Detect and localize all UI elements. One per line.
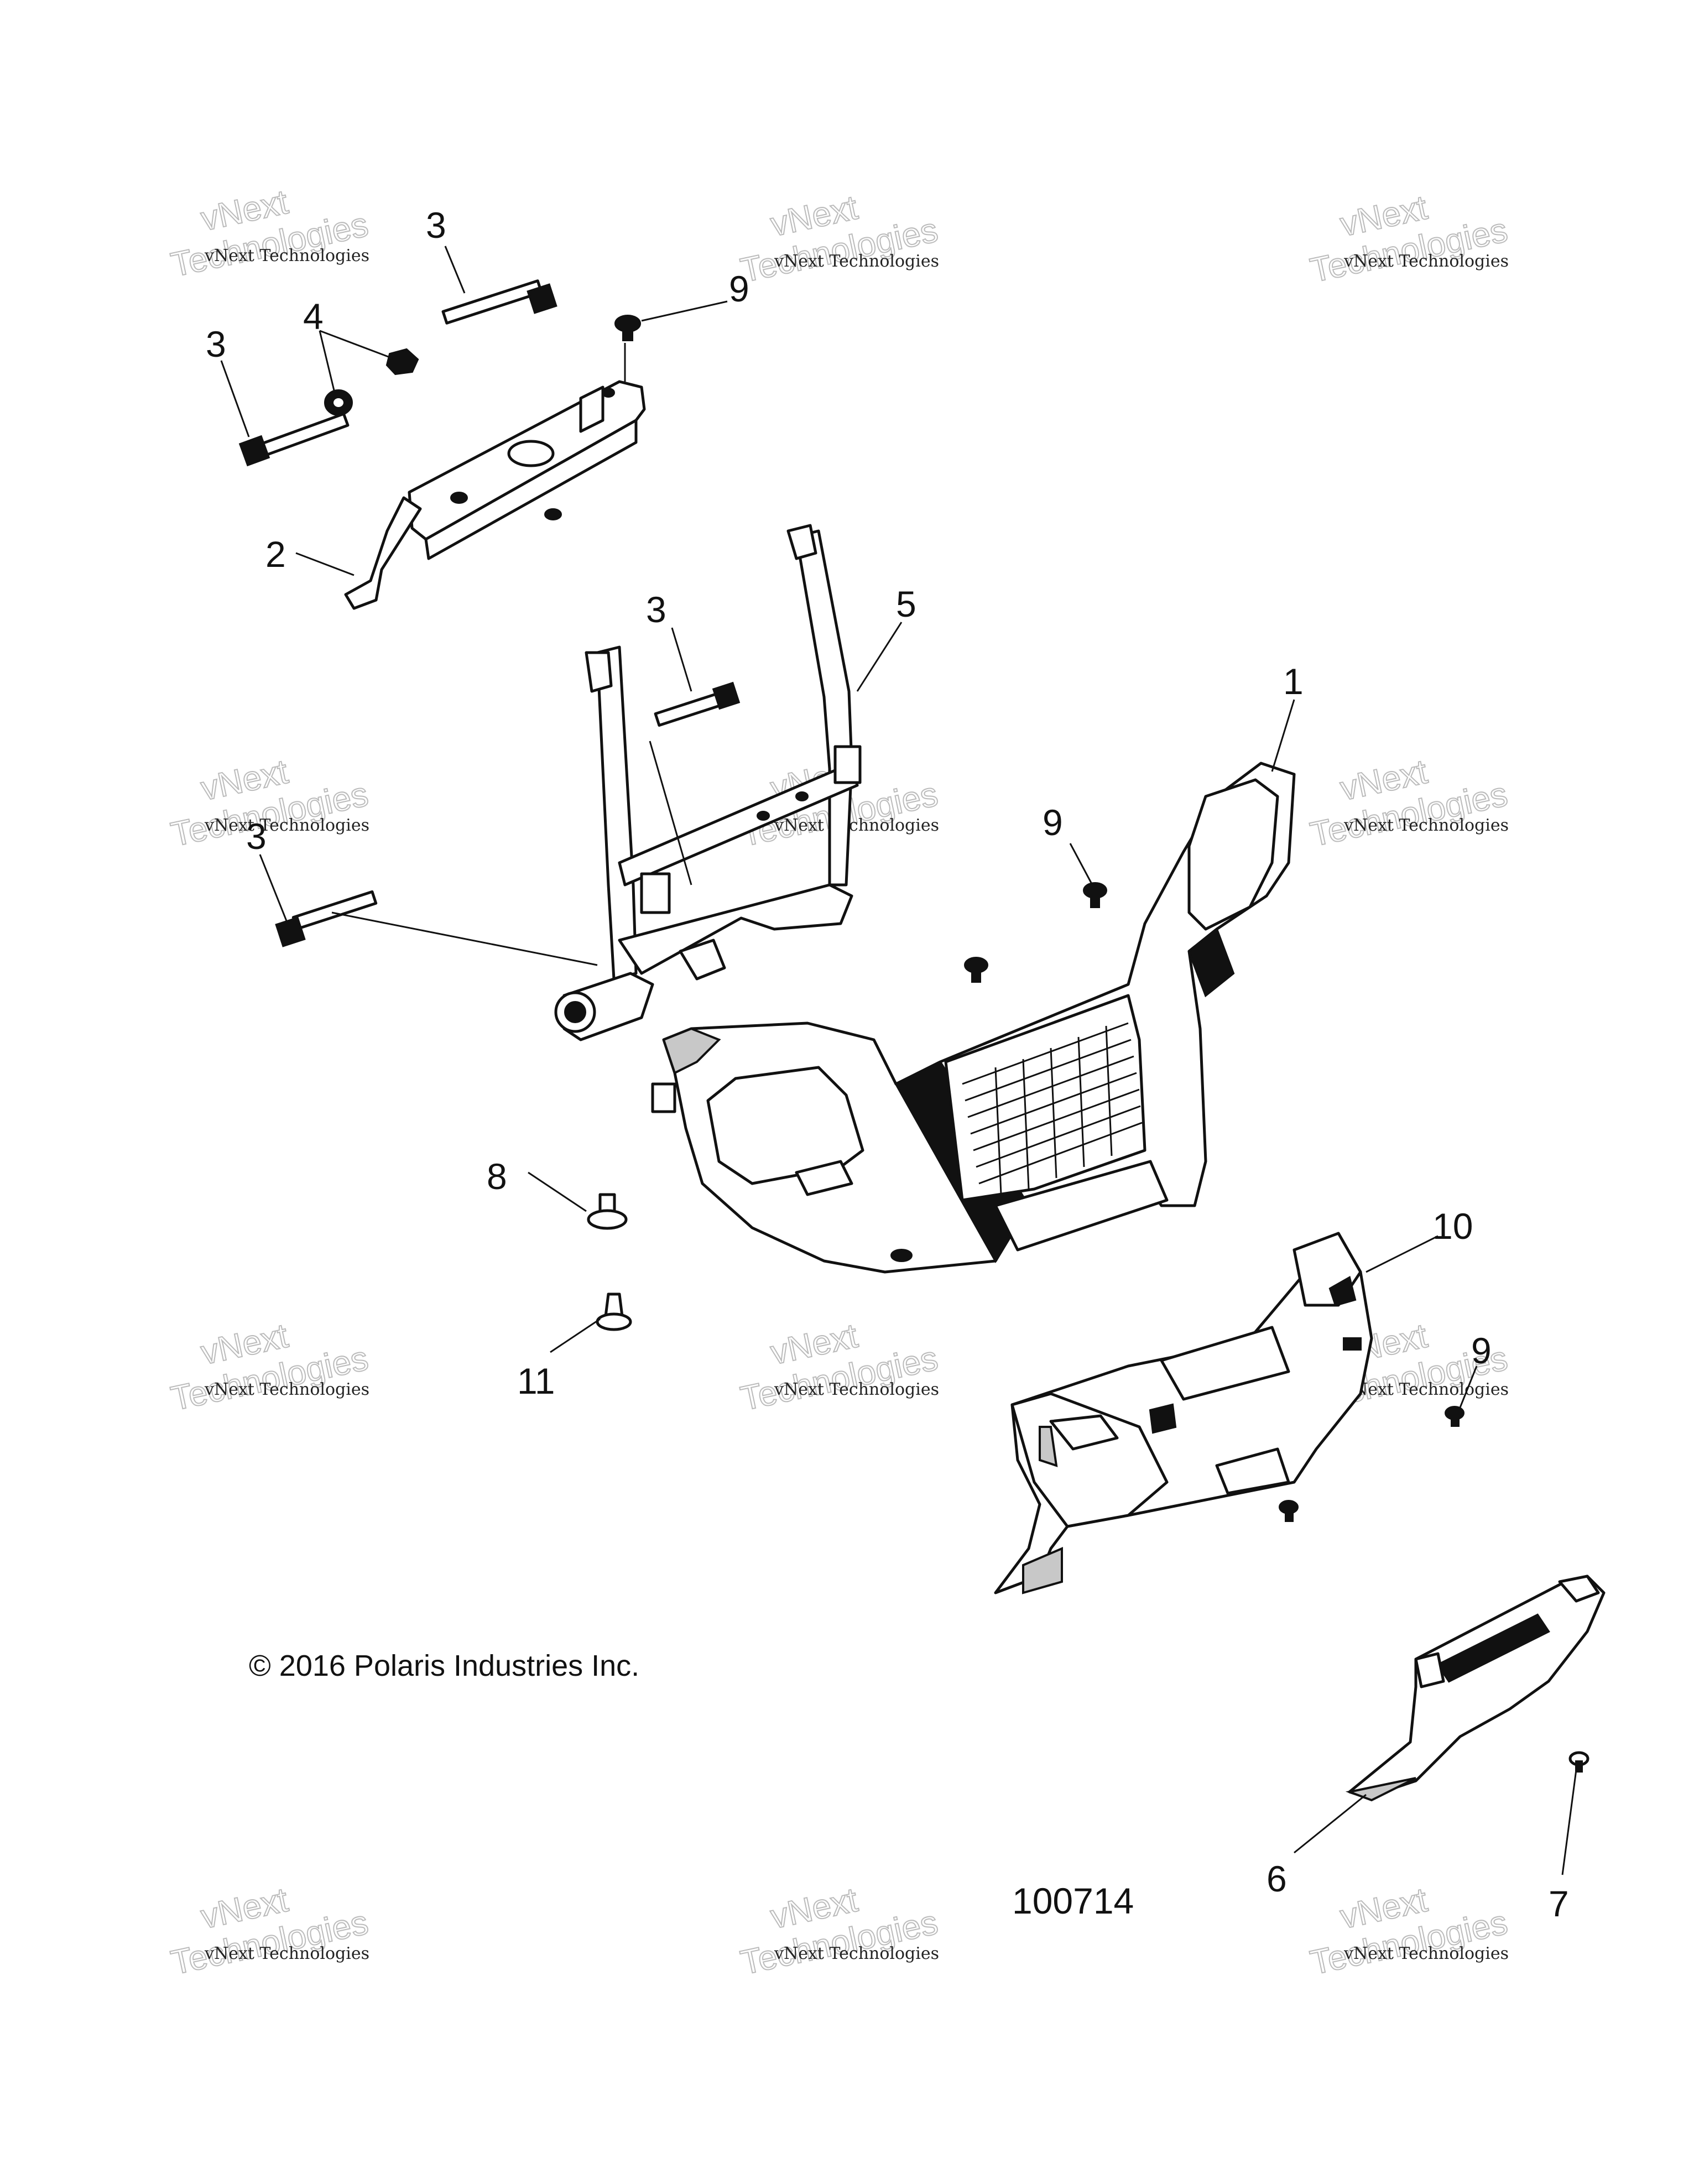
callout-2: 2 [265, 534, 286, 575]
watermark: vNext Technologies vNext Technologies [737, 1316, 941, 1419]
part-3-bolt-upper [441, 279, 557, 325]
part-9-push-rivet-lower [1445, 1406, 1465, 1427]
svg-text:vNext Technologies: vNext Technologies [204, 1380, 369, 1399]
svg-text:vNext Technologies: vNext Technologies [1343, 816, 1509, 835]
watermark: vNext Technologies vNext Technologies [737, 188, 941, 290]
watermark: vNext Technologies vNext Technologies [167, 1880, 372, 1983]
callout-11: 11 [517, 1361, 555, 1401]
leader-line [331, 911, 598, 966]
svg-text:vNext Technologies: vNext Technologies [1343, 1380, 1509, 1399]
callout-3: 3 [426, 205, 446, 246]
callout-4: 4 [303, 296, 324, 337]
svg-text:vNext Technologies: vNext Technologies [1343, 252, 1509, 271]
part-9-push-rivet-mid2 [964, 957, 988, 983]
callout-6: 6 [1267, 1858, 1287, 1899]
watermark: vNext Technologies vNext Technologies [737, 1880, 941, 1983]
watermark: vNext Technologies vNext Technologies [167, 1316, 372, 1419]
copyright-text: © 2016 Polaris Industries Inc. [249, 1649, 639, 1682]
part-9-push-rivet-mid [1083, 882, 1107, 908]
svg-text:vNext Technologies: vNext Technologies [774, 252, 939, 271]
leader-line [649, 741, 692, 885]
callout-9: 9 [1471, 1330, 1492, 1371]
part-4-nut [385, 348, 419, 376]
svg-text:vNext Technologies: vNext Technologies [774, 816, 939, 835]
part-6-skid-plate [1345, 1575, 1606, 1802]
part-3-bolt-center [654, 681, 741, 727]
callout-5: 5 [896, 583, 916, 624]
callout-1: 1 [1283, 661, 1304, 702]
figure-number: 100714 [1012, 1880, 1134, 1921]
svg-text:vNext Technologies: vNext Technologies [204, 246, 369, 265]
callout-3: 3 [646, 589, 666, 630]
callout-3: 3 [246, 816, 267, 857]
svg-text:vNext Technologies: vNext Technologies [1343, 1944, 1509, 1963]
callout-leaders [220, 246, 1577, 1875]
callout-9: 9 [1043, 802, 1063, 843]
part-10-lower-fascia [994, 1232, 1373, 1594]
grille-mesh [962, 1022, 1143, 1195]
svg-text:vNext Technologies: vNext Technologies [204, 816, 369, 835]
part-4-washer [324, 389, 353, 416]
part-8-screw [587, 1193, 628, 1230]
svg-text:vNext Technologies: vNext Technologies [774, 1944, 939, 1963]
callout-7: 7 [1549, 1883, 1569, 1924]
svg-text:vNext Technologies: vNext Technologies [204, 1944, 369, 1963]
callout-10: 10 [1432, 1206, 1473, 1247]
watermark: vNext Technologies vNext Technologies [167, 752, 372, 854]
callout-8: 8 [487, 1156, 507, 1197]
part-9-push-rivet-lower2 [1279, 1500, 1299, 1522]
callout-9: 9 [729, 268, 749, 309]
part-9-push-rivet-top [614, 315, 641, 341]
callout-3: 3 [206, 324, 226, 364]
watermark: vNext Technologies vNext Technologies [1306, 188, 1511, 290]
part-7-push-rivet [1568, 1751, 1589, 1773]
part-3-bolt-lower-left [275, 890, 378, 947]
callout-labels: 3 9 4 3 2 3 5 1 3 9 8 10 11 9 6 7 [206, 205, 1569, 1924]
watermark: vNext Technologies vNext Technologies [167, 183, 372, 285]
leader-line [1069, 843, 1093, 885]
part-5-front-frame [554, 524, 862, 1041]
part-1-front-fascia [651, 762, 1296, 1274]
part-2-mounting-bracket [344, 343, 646, 610]
watermark: vNext Technologies vNext Technologies [1306, 1880, 1511, 1983]
part-3-bolt-left [238, 412, 350, 467]
part-11-push-pin [596, 1292, 632, 1331]
svg-text:vNext Technologies: vNext Technologies [774, 1380, 939, 1399]
watermark: vNext Technologies vNext Technologies [1306, 752, 1511, 854]
